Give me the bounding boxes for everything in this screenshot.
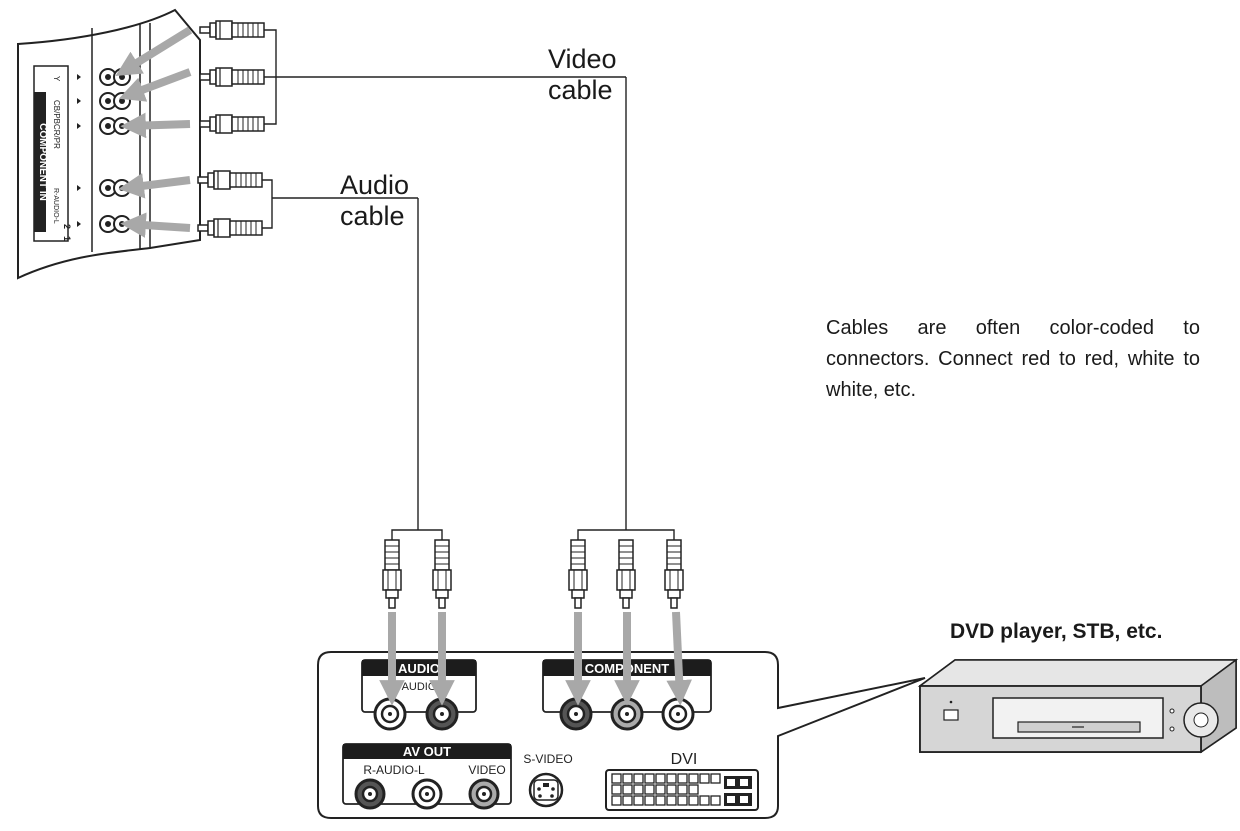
- av-out-header: AV OUT: [403, 744, 451, 759]
- audio-cable-label-line1: Audio: [340, 170, 410, 200]
- video-cable-label: Video cable: [548, 44, 617, 106]
- av-out-audio-label: R-AUDIO-L: [363, 763, 425, 777]
- tv-arrows: [115, 26, 193, 238]
- tv-jack-audio-r: [99, 179, 131, 197]
- tv-jack-label-cr: CR/PR: [52, 124, 61, 149]
- tv-side-panel: COMPONENT IN Y CB/PB CR/PR R-AUDIO-L 1 2: [17, 8, 201, 280]
- dvi-label: DVI: [671, 751, 698, 768]
- player-jack-audio-l: [425, 697, 459, 731]
- audio-cable-wires: [262, 179, 443, 545]
- video-cable-label-line2: cable: [548, 75, 613, 106]
- tv-input-number-2: 2: [62, 224, 72, 229]
- player-jack-cb: [610, 697, 644, 731]
- dvd-player-device: [917, 658, 1239, 754]
- audio-cable-label: Audio cable: [340, 170, 409, 232]
- av-out-video-label: VIDEO: [468, 763, 505, 777]
- player-arrows: [379, 611, 692, 706]
- player-connector-panel: AUDIO AUDIO COMPONENT AV OUT R-AUDIO-L V…: [317, 651, 926, 819]
- tv-jack-cb: [99, 92, 131, 110]
- tv-input-number-1: 1: [62, 236, 72, 241]
- tv-jack-label-y: Y: [52, 76, 61, 82]
- player-jack-audio-r: [373, 697, 407, 731]
- audio-cable-label-line2: cable: [340, 201, 405, 232]
- svideo-label: S-VIDEO: [523, 752, 572, 766]
- player-jack-cr: [559, 697, 593, 731]
- color-coding-note: Cables are often color-coded to connecto…: [826, 317, 1200, 401]
- av-out-jack-r: [354, 778, 386, 810]
- tv-jack-audio-l: [99, 215, 131, 233]
- tv-video-plugs: [199, 20, 265, 134]
- player-audio-plugs: [382, 539, 452, 609]
- video-cable-label-line1: Video: [548, 44, 617, 74]
- dvi-port: [605, 769, 759, 811]
- audio-header: AUDIO: [398, 661, 440, 676]
- device-title: DVD player, STB, etc.: [950, 620, 1163, 643]
- tv-jack-label-cb: CB/PB: [52, 100, 61, 124]
- tv-audio-plugs: [197, 170, 263, 238]
- player-jack-y: [661, 697, 695, 731]
- audio-sub-label: AUDIO: [402, 681, 437, 693]
- tv-jack-label-audio: R-AUDIO-L: [52, 188, 59, 224]
- av-out-jack-l: [411, 778, 443, 810]
- svideo-jack: [528, 772, 564, 808]
- tv-section-label: COMPONENT IN: [37, 123, 48, 201]
- player-video-plugs: [568, 539, 684, 609]
- av-out-jack-video: [468, 778, 500, 810]
- video-cable-wires: [264, 29, 675, 545]
- tv-jack-cr: [99, 117, 131, 135]
